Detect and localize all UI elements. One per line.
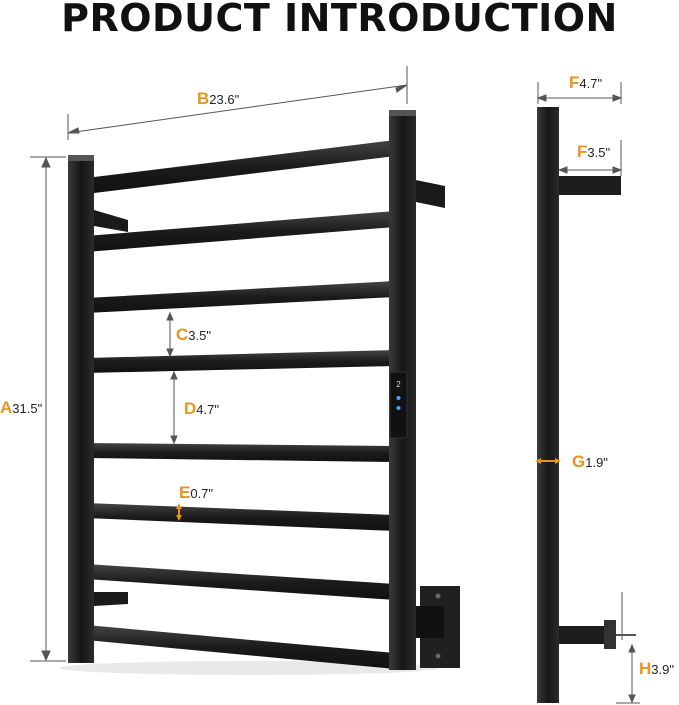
dimension-lines	[30, 66, 640, 704]
dimension-c-label: C3.5"	[176, 325, 211, 344]
towel-bars	[86, 140, 395, 669]
floor-shadow	[60, 661, 440, 675]
side-view	[537, 107, 636, 703]
dimension-d-label: D4.7"	[184, 399, 219, 418]
temperature-icon	[396, 406, 401, 410]
left-post	[68, 155, 94, 663]
wall-plate	[416, 586, 460, 668]
dimension-e-label: E0.7"	[179, 483, 214, 502]
dimension-f-depth-label: F4.7"	[569, 73, 603, 92]
power-icon	[396, 396, 401, 400]
dimension-b-label: B23.6"	[197, 89, 240, 108]
accent-markers	[176, 458, 561, 521]
control-panel: 2	[389, 371, 408, 439]
page-title: PRODUCT INTRODUCTION	[61, 0, 618, 40]
dimension-h-label: H3.9"	[639, 659, 674, 678]
svg-text:2: 2	[396, 380, 401, 389]
dimension-a-label: A31.5"	[0, 398, 43, 417]
dimension-f-bracket-label: F3.5"	[577, 142, 611, 161]
dimension-g-label: G1.9"	[572, 452, 608, 471]
